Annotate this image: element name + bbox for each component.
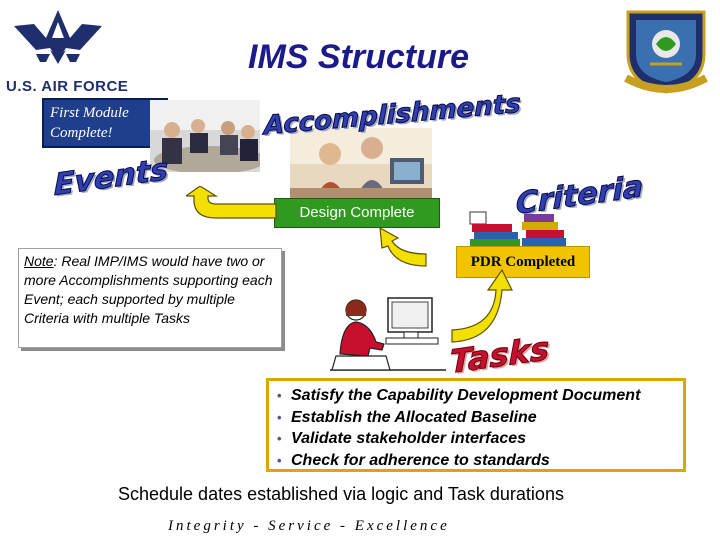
air-force-logo-text: U.S. AIR FORCE [6,78,129,95]
page-title: IMS Structure [248,38,470,76]
list-item: • Validate stakeholder interfaces [277,428,675,450]
meeting-photo [150,100,260,172]
note-prefix: Note [24,253,54,269]
criteria-box: PDR Completed [456,246,590,278]
worker-at-computer-icon [330,297,446,371]
events-wordart: Events [54,151,169,204]
accomplishment-box: Design Complete [274,198,440,228]
curved-arrow-icon [379,226,427,267]
bullet-icon: • [277,388,282,403]
footer-motto: Integrity - Service - Excellence [168,518,450,534]
bullet-icon: • [277,409,282,425]
list-item: • Satisfy the Capability Development Docu… [277,385,675,407]
schedule-caption: Schedule dates established via logic and… [118,484,564,504]
tasks-box: • Satisfy the Capability Development Docu… [266,378,686,472]
tasks-list: • Satisfy the Capability Development Docu… [277,385,675,471]
task-text: Satisfy the Capability Development Docum… [291,387,641,404]
task-text: Establish the Allocated Baseline [291,408,537,426]
office-photo [290,128,432,200]
task-text: Check for adherence to standards [291,451,550,469]
curved-arrow-icon [451,268,513,343]
note-box: Note: Real IMP/IMS would have two or mor… [18,248,282,348]
org-seal-icon [624,10,708,94]
task-text: Validate stakeholder interfaces [291,430,527,447]
air-force-logo [14,10,102,64]
curved-arrow-icon [186,186,277,219]
bullet-icon: • [277,452,282,468]
list-item: • Establish the Allocated Baseline [277,407,675,429]
bullet-icon: • [277,431,282,446]
books-icon [469,211,566,246]
event-box: First Module Complete! [42,98,168,148]
list-item: • Check for adherence to standards [277,450,675,472]
note-text: : Real IMP/IMS would have two or more Ac… [24,253,273,326]
